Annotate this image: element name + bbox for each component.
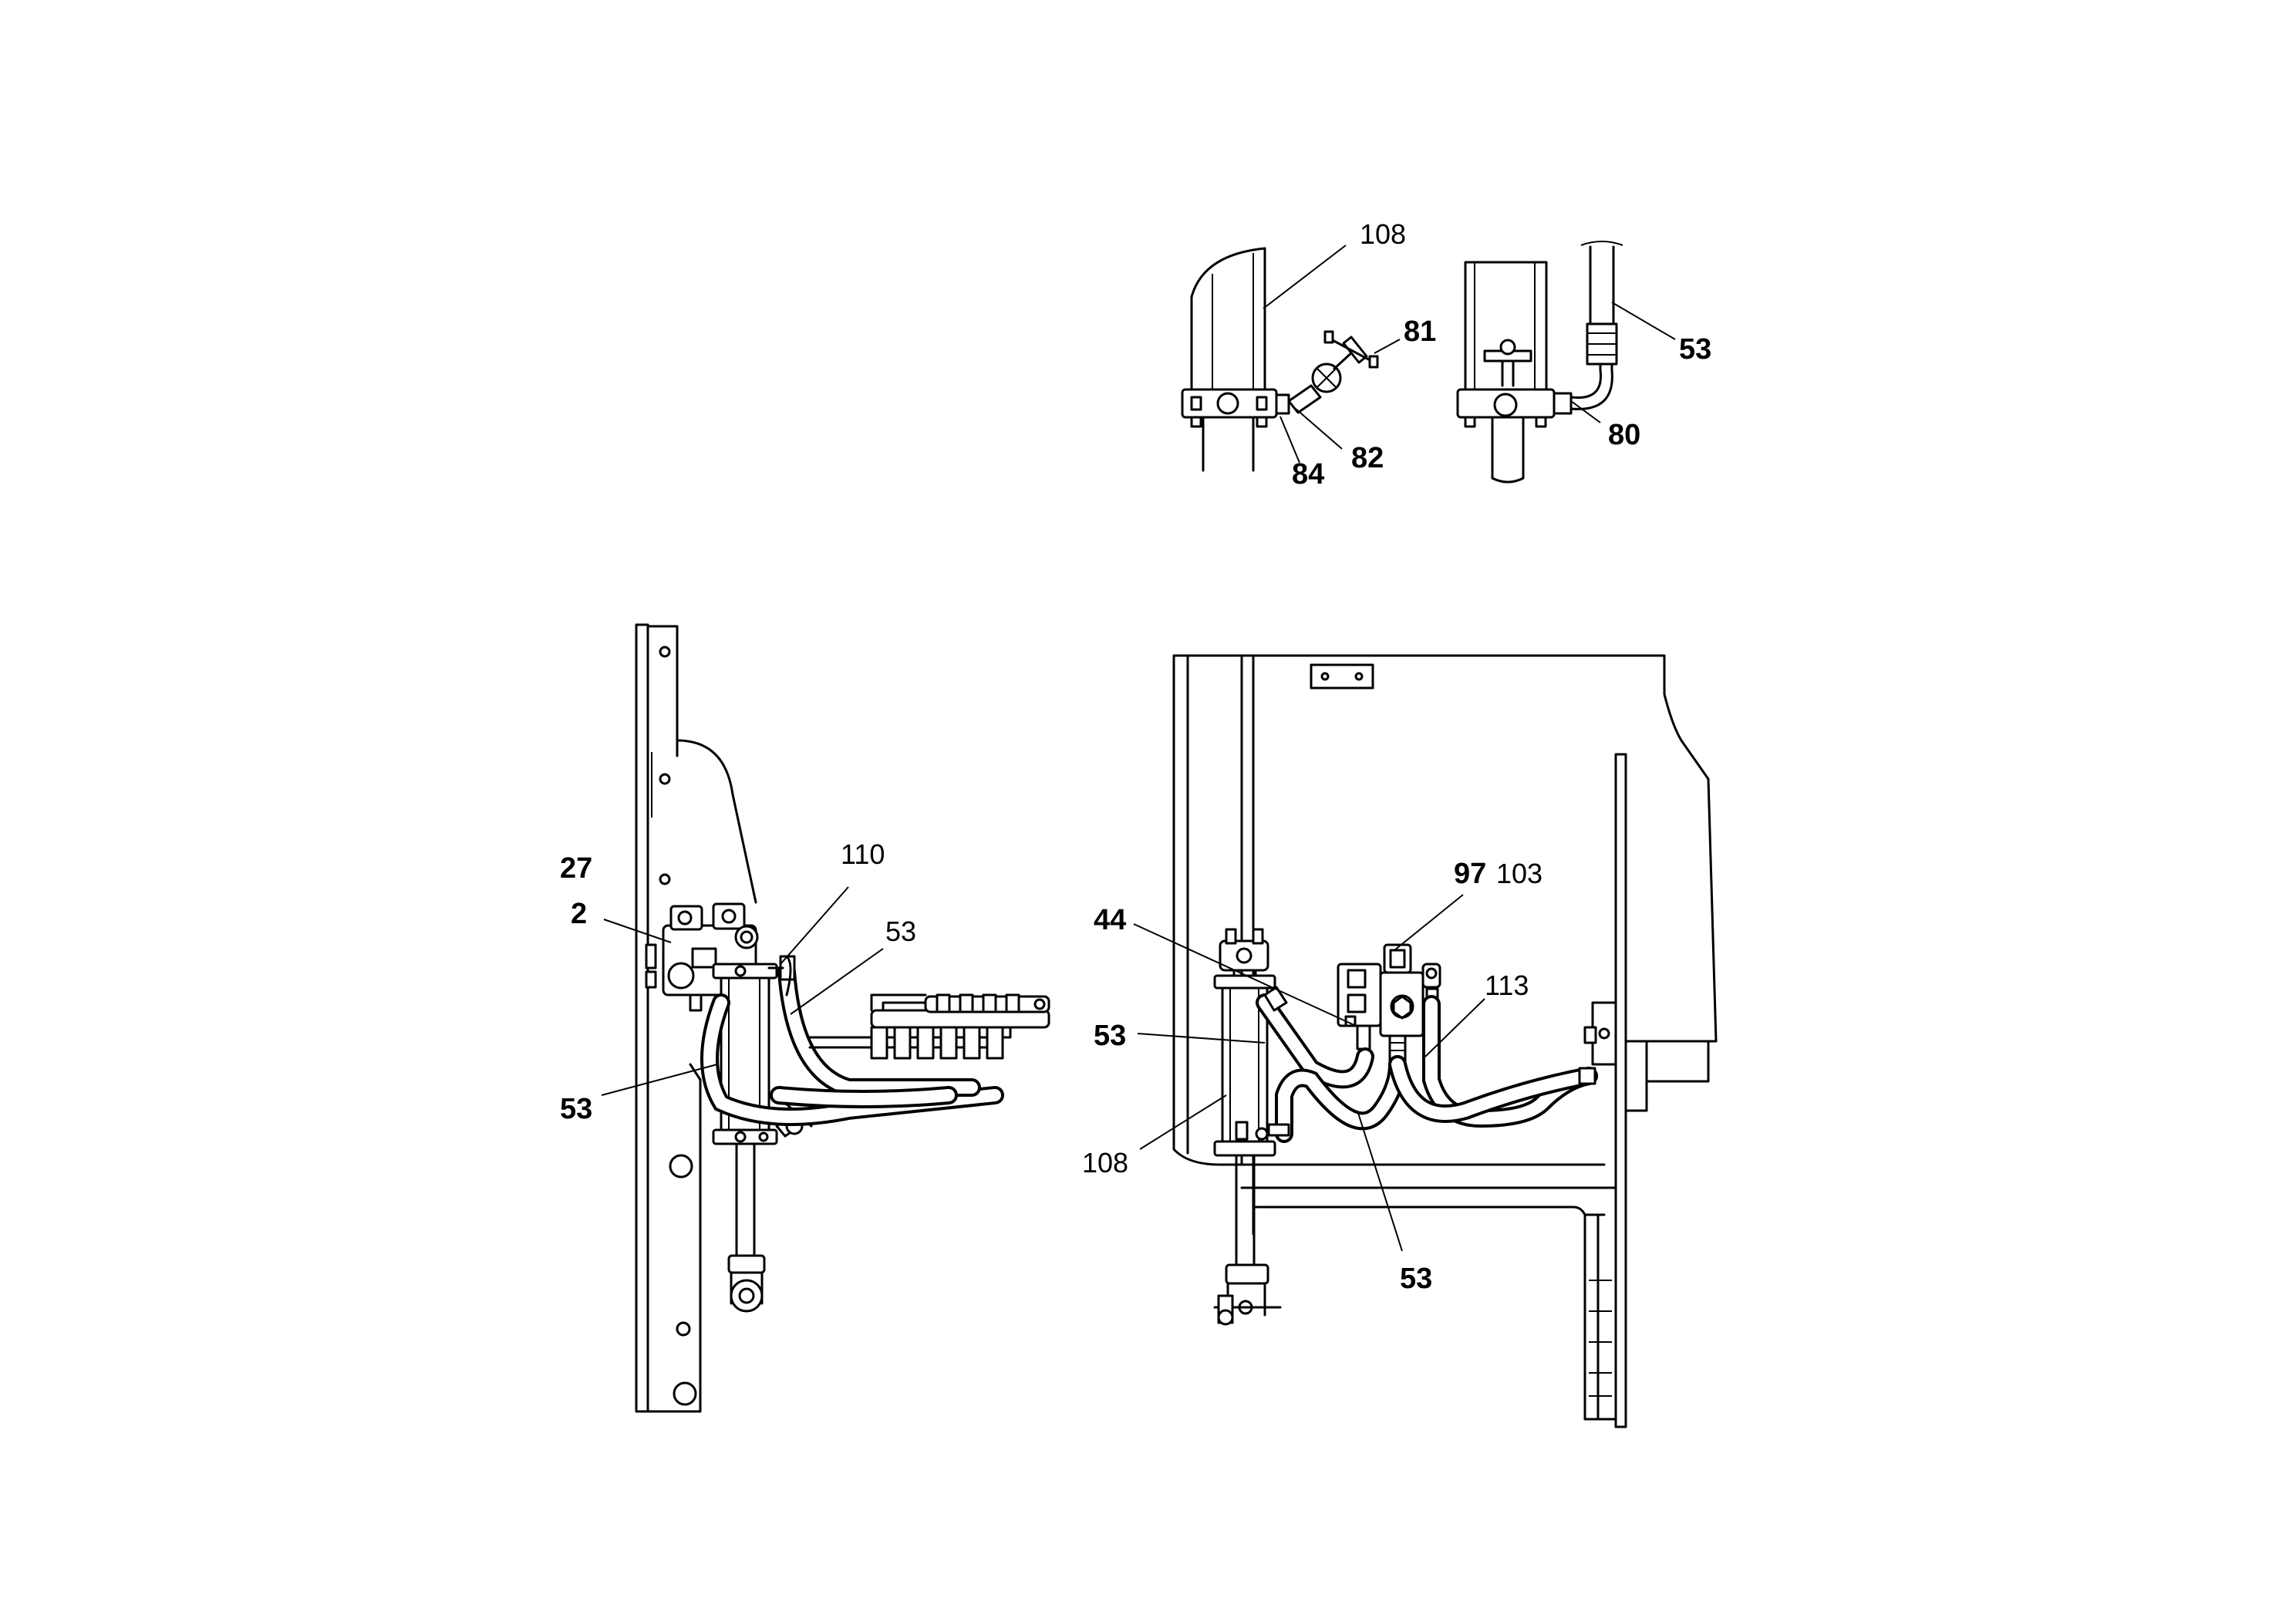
callout-82: 82 xyxy=(1351,442,1384,474)
left-frame-view xyxy=(635,623,757,1413)
callout-27: 27 xyxy=(560,852,592,885)
right-hoses xyxy=(1256,986,1598,1143)
callout-103: 103 xyxy=(1496,858,1542,889)
right-machine-body xyxy=(1172,654,1718,1428)
callout-53-left-a: 53 xyxy=(885,916,916,947)
callout-110: 110 xyxy=(841,838,885,870)
detail-b-cylinder-hose xyxy=(1456,241,1623,484)
callout-53-top: 53 xyxy=(1679,333,1711,366)
callout-53-right-a: 53 xyxy=(1094,1020,1126,1052)
callout-97: 97 xyxy=(1454,858,1486,890)
callout-113: 113 xyxy=(1485,969,1529,1001)
left-manifold-rail xyxy=(808,993,1050,1060)
left-hoses xyxy=(700,955,1004,1126)
leader-lines xyxy=(601,244,1676,1252)
detail-a-cylinder-valve xyxy=(1181,247,1379,472)
callout-108-right: 108 xyxy=(1082,1147,1128,1179)
callout-81: 81 xyxy=(1404,315,1436,348)
callout-84: 84 xyxy=(1292,458,1324,491)
callout-53-right-b: 53 xyxy=(1400,1263,1432,1295)
right-valve-97-103 xyxy=(1337,943,1441,1065)
callout-80: 80 xyxy=(1608,419,1640,451)
callout-44: 44 xyxy=(1094,904,1126,936)
left-cylinder-108 xyxy=(712,963,813,1313)
callout-108-top: 108 xyxy=(1360,218,1406,250)
callout-2: 2 xyxy=(571,898,587,930)
callout-53-left-b: 53 xyxy=(560,1093,592,1125)
